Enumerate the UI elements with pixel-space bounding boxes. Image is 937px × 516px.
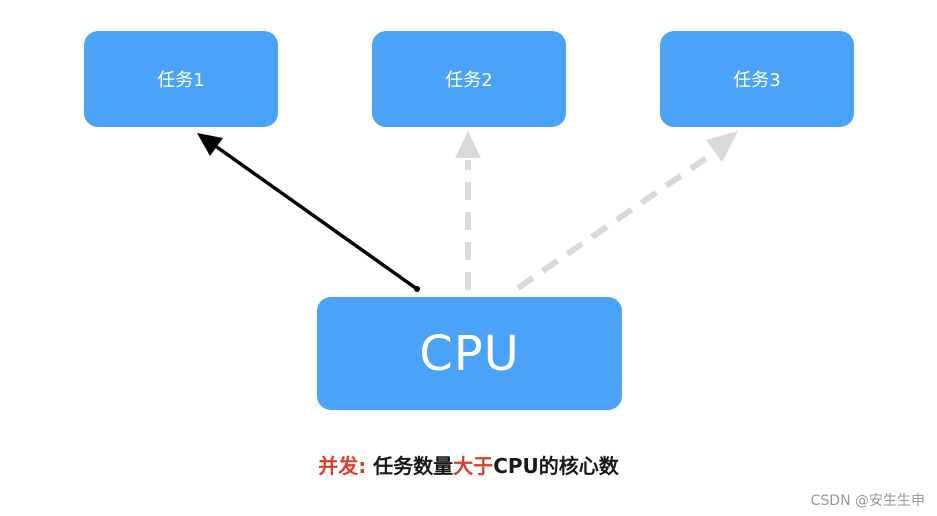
caption-greater-than: 大于 — [453, 454, 494, 478]
caption-task-count: 任务数量 — [366, 454, 454, 478]
task-box-1: 任务1 — [84, 31, 278, 127]
inactive-arrow-task2 — [455, 131, 481, 290]
caption-cpu-cores: CPU的核心数 — [493, 454, 619, 478]
cpu-label: CPU — [419, 325, 520, 382]
task-label-3: 任务3 — [733, 70, 781, 91]
task-label-1: 任务1 — [157, 70, 205, 91]
task-box-3: 任务3 — [660, 31, 854, 127]
task-label-2: 任务2 — [445, 70, 493, 91]
caption-concurrency-label: 并发: — [318, 454, 367, 478]
inactive-arrow-task3 — [516, 131, 738, 291]
active-arrow-task1 — [197, 133, 420, 292]
watermark: CSDN @安生生申 — [810, 493, 925, 509]
task-box-2: 任务2 — [372, 31, 566, 127]
cpu-box: CPU — [317, 297, 622, 410]
caption: 并发: 任务数量大于CPU的核心数 — [0, 450, 937, 479]
